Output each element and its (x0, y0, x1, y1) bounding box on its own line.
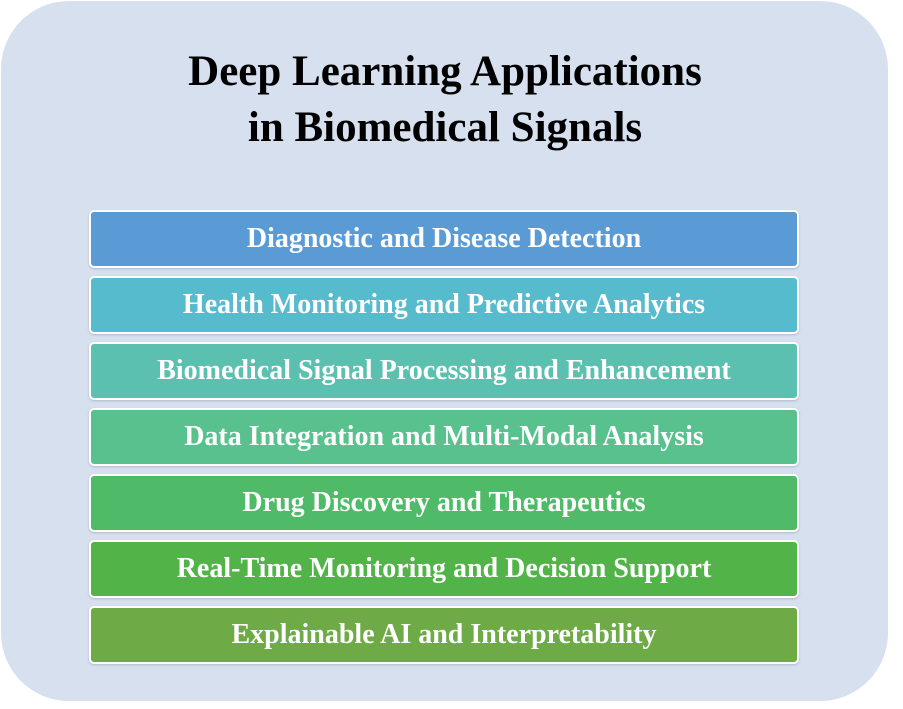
application-bar-health-monitoring: Health Monitoring and Predictive Analyti… (89, 276, 799, 334)
application-bar-data-integration: Data Integration and Multi-Modal Analysi… (89, 408, 799, 466)
application-bar-real-time-monitoring: Real-Time Monitoring and Decision Suppor… (89, 540, 799, 598)
title-line-1: Deep Learning Applications (188, 48, 702, 95)
application-bar-explainable-ai: Explainable AI and Interpretability (89, 606, 799, 664)
application-list: Diagnostic and Disease Detection Health … (89, 210, 799, 672)
diagram-title: Deep Learning Applications in Biomedical… (0, 44, 890, 156)
application-bar-drug-discovery: Drug Discovery and Therapeutics (89, 474, 799, 532)
application-bar-signal-processing: Biomedical Signal Processing and Enhance… (89, 342, 799, 400)
title-line-2: in Biomedical Signals (247, 104, 643, 151)
application-bar-diagnostic: Diagnostic and Disease Detection (89, 210, 799, 268)
